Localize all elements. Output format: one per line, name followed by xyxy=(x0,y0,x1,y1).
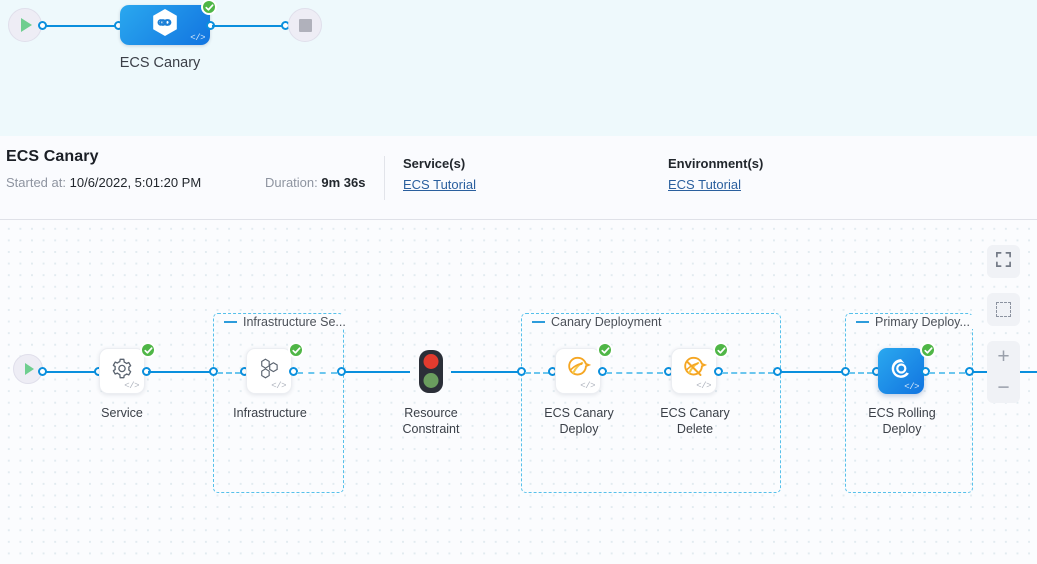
edge-service-to-infrastructure xyxy=(148,370,212,374)
node-ecs-canary-deploy-status-badge xyxy=(597,342,613,358)
node-service-label: Service xyxy=(101,406,143,420)
stop-icon xyxy=(298,18,312,32)
end-node[interactable] xyxy=(288,8,322,42)
play-icon xyxy=(21,18,32,32)
node-infrastructure[interactable]: </> xyxy=(246,348,292,394)
services-link[interactable]: ECS Tutorial xyxy=(403,177,476,192)
edge-canary-to-primary-group xyxy=(780,370,842,374)
services-column: Service(s) ECS Tutorial xyxy=(403,156,476,192)
execution-info-bar: ECS Canary Started at: 10/6/2022, 5:01:2… xyxy=(0,136,1037,220)
edge-start-to-stage xyxy=(45,24,117,28)
start-node[interactable] xyxy=(8,8,42,42)
edge-start-to-service xyxy=(45,370,96,374)
node-code-badge: </> xyxy=(696,381,711,391)
started-at-value: 10/6/2022, 5:01:20 PM xyxy=(69,175,202,190)
expand-icon xyxy=(995,251,1012,273)
edge-dashed-infra-entry xyxy=(217,371,241,374)
zoom-control[interactable]: + − xyxy=(987,341,1020,403)
info-divider xyxy=(384,156,385,200)
edge-resource-constraint-to-canary-group xyxy=(451,370,520,374)
node-ecs-canary-delete-status-badge xyxy=(713,342,729,358)
node-infrastructure-label: Infrastructure xyxy=(233,406,307,420)
group-label-canary-deployment[interactable]: Canary Deployment xyxy=(529,315,665,329)
edge-dashed-primary-entry xyxy=(849,371,873,374)
node-code-badge: </> xyxy=(904,382,919,392)
gear-icon xyxy=(111,358,133,385)
node-resource-constraint[interactable] xyxy=(419,350,443,393)
group-label-infrastructure-section[interactable]: Infrastructure Se... xyxy=(221,315,349,329)
node-ecs-canary-delete-label: ECS Canary Delete xyxy=(660,406,730,436)
edge-dashed-infra-exit xyxy=(297,371,337,374)
node-code-badge: </> xyxy=(124,381,139,391)
pipeline-overview-canvas[interactable]: </> ECS Canary xyxy=(0,0,1037,135)
started-at-label: Started at xyxy=(6,175,63,190)
execution-graph-canvas[interactable]: Infrastructure Se... Canary Deployment P… xyxy=(0,221,1037,564)
edge-infrastructure-to-resource-constraint xyxy=(344,370,410,374)
duration-label: Duration xyxy=(265,175,315,190)
node-code-badge: </> xyxy=(580,381,595,391)
edge-dashed-deploy-to-delete xyxy=(606,371,663,374)
group-collapse-icon[interactable] xyxy=(856,321,869,323)
pipeline-overview-strip: </> ECS Canary xyxy=(0,0,1037,137)
group-label-text: Primary Deploy... xyxy=(875,315,970,329)
node-resource-constraint-label: Resource Constraint xyxy=(402,406,460,436)
node-service[interactable]: </> xyxy=(99,348,145,394)
group-label-text: Infrastructure Se... xyxy=(243,315,346,329)
services-label: Service(s) xyxy=(403,156,466,171)
hexagon-cluster-icon xyxy=(258,357,281,385)
environments-link[interactable]: ECS Tutorial xyxy=(668,177,741,192)
play-icon xyxy=(25,363,34,375)
pipeline-stage-ecs-canary[interactable]: </> xyxy=(120,5,210,45)
pipeline-stage-label: ECS Canary xyxy=(119,55,201,71)
node-ecs-canary-deploy-label: ECS Canary Deploy xyxy=(544,406,614,436)
node-code-badge: </> xyxy=(271,381,286,391)
zoom-out-button[interactable]: − xyxy=(997,376,1010,399)
edge-dashed-canary-exit xyxy=(722,371,774,374)
execution-title: ECS Canary xyxy=(6,148,99,165)
canary-bird-icon xyxy=(565,356,592,387)
duration-value: 9m 36s xyxy=(321,175,366,190)
stage-status-success-badge xyxy=(201,0,217,15)
node-ecs-rolling-deploy[interactable]: </> xyxy=(878,348,924,394)
group-label-text: Canary Deployment xyxy=(551,315,662,329)
traffic-light-red-lamp xyxy=(423,354,439,369)
node-ecs-rolling-deploy-status-badge xyxy=(920,342,936,358)
pipeline-hexagon-infinity-icon xyxy=(152,8,179,42)
node-service-status-badge xyxy=(140,342,156,358)
group-label-primary-deployment[interactable]: Primary Deploy... xyxy=(853,315,973,329)
started-at-row: Started at: 10/6/2022, 5:01:20 PM xyxy=(6,175,202,190)
canary-bird-delete-icon xyxy=(681,356,708,387)
environments-label: Environment(s) xyxy=(668,156,764,171)
selection-box-icon xyxy=(996,302,1011,317)
environments-column: Environment(s) ECS Tutorial xyxy=(668,156,763,192)
group-collapse-icon[interactable] xyxy=(532,321,545,323)
group-infrastructure-section[interactable] xyxy=(213,313,344,493)
group-collapse-icon[interactable] xyxy=(224,321,237,323)
group-primary-deployment[interactable] xyxy=(845,313,973,493)
edge-dashed-canary-entry xyxy=(525,371,549,374)
node-ecs-canary-deploy[interactable]: </> xyxy=(555,348,601,394)
fullscreen-button[interactable] xyxy=(987,245,1020,278)
select-area-button[interactable] xyxy=(987,293,1020,326)
stage-code-badge: </> xyxy=(190,33,205,43)
node-ecs-canary-delete[interactable]: </> xyxy=(671,348,717,394)
traffic-light-green-lamp xyxy=(423,373,439,388)
edge-stage-to-end xyxy=(212,24,284,28)
duration-row: Duration: 9m 36s xyxy=(265,175,366,190)
node-ecs-rolling-deploy-label: ECS Rolling Deploy xyxy=(868,406,936,436)
ecs-deploy-icon xyxy=(889,356,914,386)
node-infrastructure-status-badge xyxy=(288,342,304,358)
zoom-in-button[interactable]: + xyxy=(997,345,1010,368)
group-canary-deployment[interactable] xyxy=(521,313,781,493)
edge-dashed-primary-exit xyxy=(929,371,965,374)
